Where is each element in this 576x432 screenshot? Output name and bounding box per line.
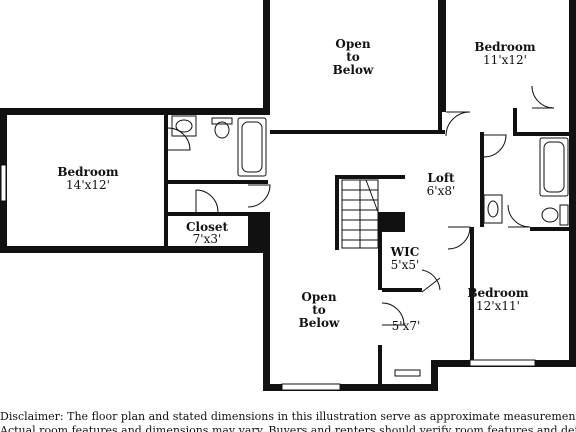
door-swing — [195, 189, 219, 213]
open-below-top-line3: Below — [333, 63, 374, 77]
wall — [0, 108, 270, 115]
bedroom-top-right-name: Bedroom — [474, 40, 535, 54]
sink — [171, 115, 197, 137]
window — [281, 383, 341, 391]
wall — [168, 180, 268, 184]
door-swing — [507, 204, 531, 228]
toilet-tank — [211, 117, 233, 125]
loft-name: Loft — [427, 171, 455, 185]
window — [469, 359, 536, 367]
open-below-top-line1: Open — [335, 37, 370, 51]
staircase — [341, 179, 379, 249]
door-swing — [421, 269, 441, 293]
door-swing — [445, 111, 471, 137]
wall — [569, 0, 576, 367]
wall — [480, 132, 484, 227]
door-swing — [483, 134, 507, 158]
wall — [270, 130, 445, 134]
disclaimer-line1: Disclaimer: The floor plan and stated di… — [0, 410, 576, 423]
wall — [263, 384, 438, 391]
bathtub — [237, 117, 267, 177]
doors — [167, 85, 555, 326]
bathtub — [539, 137, 569, 197]
disclaimer-line2: Actual room features and dimensions may … — [0, 424, 576, 432]
closet-name: Closet — [186, 220, 229, 234]
door-swing — [381, 302, 405, 326]
wall — [470, 227, 474, 360]
loft-dims: 6'x8' — [427, 184, 456, 198]
open-below-bottom-line1: Open — [301, 290, 336, 304]
wall — [335, 175, 339, 250]
wall — [513, 132, 573, 136]
toilet-bowl — [541, 207, 559, 223]
wall — [530, 227, 573, 231]
fixtures — [171, 115, 569, 226]
wall — [378, 212, 405, 232]
wall — [0, 246, 270, 253]
disclaimer: Disclaimer: The floor plan and stated di… — [0, 410, 576, 432]
wall — [164, 212, 248, 216]
wall — [263, 246, 270, 391]
bathtub-inner — [241, 121, 263, 173]
bedroom-left-dims: 14'x12' — [66, 178, 110, 192]
wall — [335, 175, 405, 179]
wall — [513, 108, 517, 136]
wall — [442, 0, 446, 112]
wall — [164, 115, 168, 246]
sink-basin — [175, 119, 193, 133]
door-swing — [247, 184, 271, 208]
wall — [378, 232, 382, 290]
bedroom-top-right-dims: 11'x12' — [483, 53, 527, 67]
bedroom-left-name: Bedroom — [57, 165, 118, 179]
windows — [0, 164, 536, 391]
wall — [263, 0, 270, 115]
window — [0, 164, 7, 202]
sink — [483, 194, 503, 224]
wall — [438, 0, 442, 134]
bathtub-inner — [543, 141, 565, 193]
closet-dims: 7'x3' — [193, 232, 222, 246]
window — [394, 369, 421, 377]
sink-basin — [487, 200, 499, 218]
wic-name: WIC — [390, 245, 420, 259]
open-below-top-line2: to — [346, 50, 360, 64]
toilet-bowl — [214, 121, 230, 139]
open-below-bottom-line2: to — [312, 303, 326, 317]
open-below-bottom-line3: Below — [299, 316, 340, 330]
wall — [378, 345, 382, 384]
room-labels: Open to Below Bedroom 11'x12' Bedroom 14… — [57, 37, 535, 333]
wic-dims: 5'x5' — [391, 258, 420, 272]
wall — [431, 360, 438, 391]
bedroom-bottom-right-name: Bedroom — [467, 286, 528, 300]
small-room-dims: 5'x7' — [392, 319, 421, 333]
door-swing — [447, 226, 471, 250]
bedroom-bottom-right-dims: 12'x11' — [476, 299, 520, 313]
toilet-tank — [559, 204, 569, 226]
wall — [248, 212, 270, 250]
door-swing — [531, 85, 555, 109]
wall — [382, 288, 422, 292]
